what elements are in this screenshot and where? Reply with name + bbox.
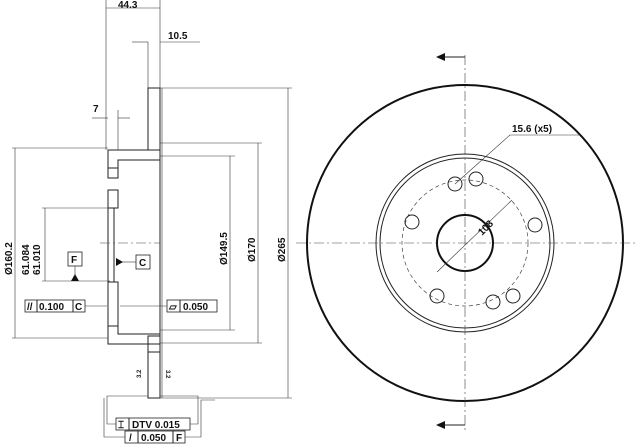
ring-top-section <box>147 87 161 151</box>
svg-text:0.100: 0.100 <box>39 302 64 313</box>
section-view <box>12 0 292 399</box>
svg-text:F: F <box>176 433 182 444</box>
dim-dia-160: Ø160.2 <box>4 242 15 275</box>
front-view <box>296 53 636 430</box>
roughness-right: 3.2 <box>164 370 170 379</box>
dim-dia-265: Ø265 <box>277 237 288 262</box>
datum-f: F <box>67 251 83 281</box>
dim-dia-61-min: 61.010 <box>32 244 43 275</box>
svg-text:▱: ▱ <box>168 302 177 313</box>
dtv-frame: ⌶ DTV 0.015 <box>106 395 199 431</box>
ring-bottom-section <box>147 335 161 399</box>
dim-dia-149: Ø149.5 <box>219 232 230 265</box>
roughness-left: 3.2 <box>137 369 143 378</box>
dim-disc-thickness: 10.5 <box>168 31 188 42</box>
svg-text:F: F <box>71 255 77 266</box>
dim-bolt-circle: 108 <box>476 218 496 238</box>
dim-dia-61-max: 61.084 <box>21 244 32 275</box>
parallelism-frame: // 0.100 C <box>24 299 107 313</box>
svg-text:C: C <box>75 302 82 313</box>
datum-c: C <box>116 254 151 270</box>
dim-hub-thickness: 7 <box>93 104 99 115</box>
runout-frame: / 0.050 F <box>103 398 215 444</box>
svg-text:/: / <box>129 433 132 444</box>
svg-text:⌶: ⌶ <box>118 420 124 431</box>
dim-bolt-holes: 15.6 (x5) <box>512 124 552 135</box>
svg-text:C: C <box>139 258 146 269</box>
dim-overall-height: 44.3 <box>118 0 138 11</box>
dim-dia-170: Ø170 <box>247 237 258 262</box>
svg-text:0.050: 0.050 <box>183 302 208 313</box>
svg-text:DTV 0.015: DTV 0.015 <box>132 420 180 431</box>
bolt-holes <box>404 171 543 310</box>
flatness-frame: ▱ 0.050 <box>120 299 218 313</box>
svg-text://: // <box>27 302 33 313</box>
svg-text:0.050: 0.050 <box>141 433 166 444</box>
